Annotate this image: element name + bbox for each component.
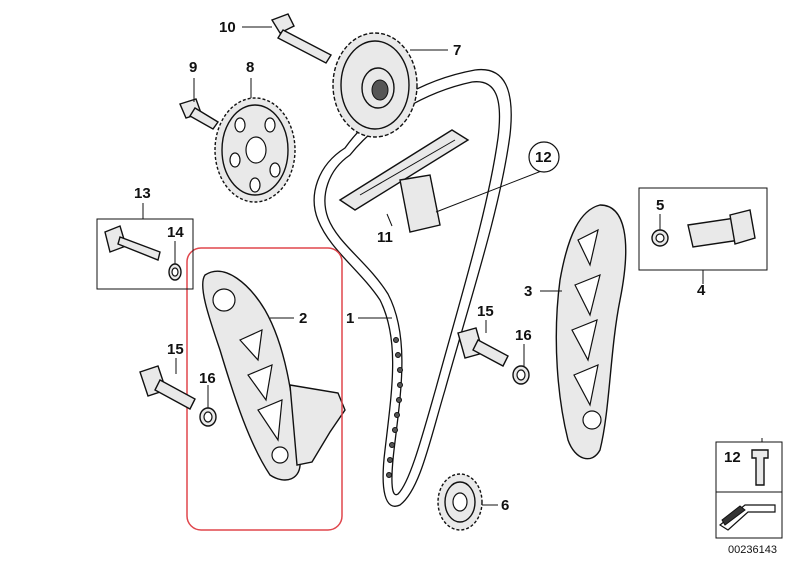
callout-15-right: 15 [477, 303, 494, 320]
legend-box [715, 441, 783, 539]
callout-6: 6 [501, 497, 509, 514]
timing-chain [313, 68, 512, 507]
bolt-10 [270, 13, 332, 64]
callout-labels: 10 7 9 8 12 13 14 11 5 2 1 3 15 16 15 16… [134, 19, 777, 556]
camshaft-sprocket [332, 32, 418, 138]
callout-3: 3 [524, 283, 532, 300]
callout-4: 4 [697, 282, 706, 299]
callout-13: 13 [134, 185, 151, 202]
callout-9: 9 [189, 59, 197, 76]
slide-rail-2 [201, 270, 346, 481]
callout-12: 12 [535, 149, 552, 166]
callout-7: 7 [453, 42, 461, 59]
pin-15-right [457, 327, 530, 385]
crankshaft-sprocket [437, 473, 483, 531]
highlight-frame [186, 247, 343, 531]
callout-2: 2 [299, 310, 307, 327]
callout-12-circle [528, 141, 560, 173]
pin-assembly-13 [96, 218, 194, 290]
bolt-9 [179, 98, 220, 130]
callout-15-left: 15 [167, 341, 184, 358]
callout-16-left: 16 [199, 370, 216, 387]
callout-14: 14 [167, 224, 184, 241]
callout-5: 5 [656, 197, 664, 214]
callout-16-right: 16 [515, 327, 532, 344]
document-id: 00236143 [728, 544, 777, 556]
chain-tensioner [638, 187, 768, 271]
callout-10: 10 [219, 19, 236, 36]
pin-15-left [139, 365, 217, 427]
exhaust-sprocket [214, 97, 296, 203]
upper-guide-rail [338, 129, 470, 233]
callout-12-legend: 12 [724, 449, 741, 466]
leader-lines [142, 26, 763, 506]
callout-1: 1 [346, 310, 354, 327]
chain-links [386, 337, 403, 478]
callout-11: 11 [377, 229, 393, 246]
callout-8: 8 [246, 59, 254, 76]
tensioner-rail-3 [555, 204, 627, 460]
